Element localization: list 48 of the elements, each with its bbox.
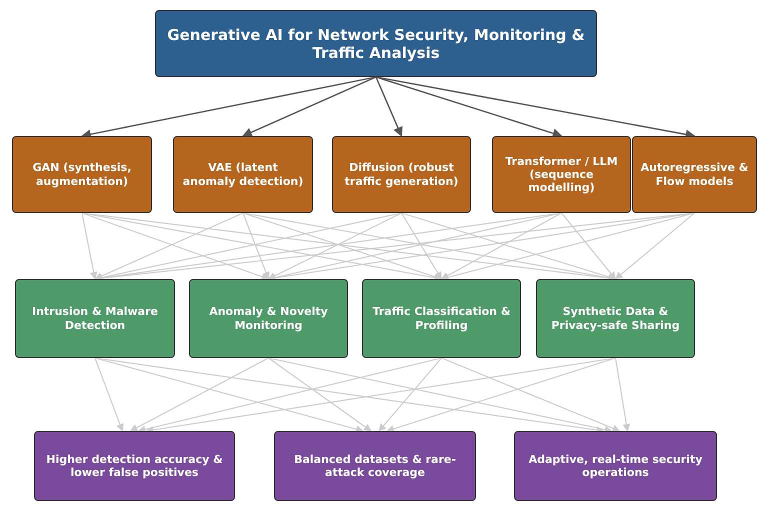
arrow bbox=[130, 358, 269, 432]
arrow bbox=[441, 358, 620, 432]
arrow bbox=[614, 212, 695, 280]
node-label: Balanced datasets & rare-attack coverage bbox=[293, 452, 457, 480]
arrow bbox=[401, 212, 442, 280]
arrow bbox=[268, 358, 372, 432]
outcome-box bbox=[274, 431, 476, 501]
arrow bbox=[376, 76, 562, 138]
arrow bbox=[386, 357, 616, 433]
arrow bbox=[81, 212, 98, 280]
node-label: Traffic Classification & Profiling bbox=[372, 305, 512, 332]
node-label: Autoregressive & Flow models bbox=[640, 161, 750, 188]
arrow bbox=[268, 357, 612, 434]
arrow bbox=[242, 212, 270, 280]
node-label: Higher detection accuracy & lower false positives bbox=[45, 452, 224, 480]
arrow bbox=[94, 358, 124, 432]
arrow bbox=[614, 358, 630, 432]
node-label: Anomaly & Novelty Monitoring bbox=[208, 305, 329, 332]
arrow bbox=[94, 212, 244, 280]
model-box bbox=[173, 136, 313, 213]
node-label: Diffusion (robust traffic generation) bbox=[344, 161, 460, 188]
arrow bbox=[268, 212, 402, 280]
arrow bbox=[561, 212, 616, 280]
arrow bbox=[82, 212, 270, 280]
node-label: Intrusion & Malware Detection bbox=[30, 305, 159, 332]
node-label: Transformer / LLM (sequence modelling) bbox=[504, 154, 619, 194]
outcome-box bbox=[514, 431, 717, 501]
model-box bbox=[332, 136, 471, 213]
application-box bbox=[189, 279, 348, 358]
node-label: Synthetic Data & Privacy-safe Sharing bbox=[550, 305, 681, 332]
application-box bbox=[15, 279, 175, 358]
title-box bbox=[155, 10, 597, 77]
arrow bbox=[138, 357, 442, 434]
application-box bbox=[362, 279, 521, 358]
application-box bbox=[536, 279, 695, 358]
node-label: Adaptive, real-time security operations bbox=[528, 452, 704, 480]
model-box bbox=[492, 136, 631, 213]
model-box bbox=[632, 136, 757, 213]
arrow bbox=[94, 357, 364, 433]
node-label: GAN (synthesis, augmentation) bbox=[32, 161, 132, 188]
arrow bbox=[378, 358, 442, 432]
title-text: Generative AI for Network Security, Monitoring & Traffic Analysis bbox=[166, 26, 586, 62]
outcome-box bbox=[34, 431, 235, 501]
arrow bbox=[242, 76, 376, 137]
arrow bbox=[440, 212, 562, 280]
model-box bbox=[12, 136, 152, 213]
node-label: VAE (latent anomaly detection) bbox=[182, 161, 304, 188]
arrow bbox=[375, 76, 402, 137]
